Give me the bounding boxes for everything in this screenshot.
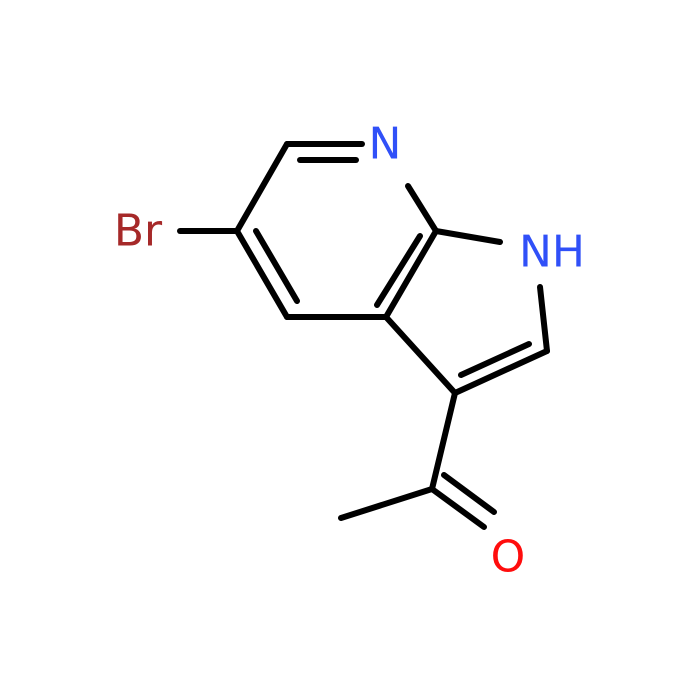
atom-bromine: Br — [114, 206, 163, 257]
bond-c5-c6 — [234, 141, 290, 234]
atom-nitrogen-pyridine: N — [369, 119, 402, 170]
bond-c2-c3-inner — [458, 341, 532, 378]
bond-carbonyl-methyl — [338, 486, 435, 521]
bond-n1-c2 — [537, 284, 550, 354]
bond-c2-c3 — [452, 348, 550, 396]
atom-oxygen: O — [491, 532, 526, 583]
bond-c7a-c3a — [383, 228, 439, 320]
bond-carbonyl-oxygen-inner — [441, 472, 497, 515]
bond-carbonyl-oxygen — [429, 486, 487, 530]
atom-nitrogen-pyrrole: NH — [519, 227, 585, 278]
bond-c3-c3a — [383, 314, 458, 396]
bond-n7-c7a — [405, 183, 439, 234]
bond-c7a-c3a-inner — [374, 233, 423, 308]
bond-c3-carbonyl — [429, 390, 458, 492]
bond-c4-c5 — [234, 228, 290, 320]
bond-c4-c5-inner — [253, 228, 300, 304]
bond-c7a-n1 — [433, 228, 503, 245]
